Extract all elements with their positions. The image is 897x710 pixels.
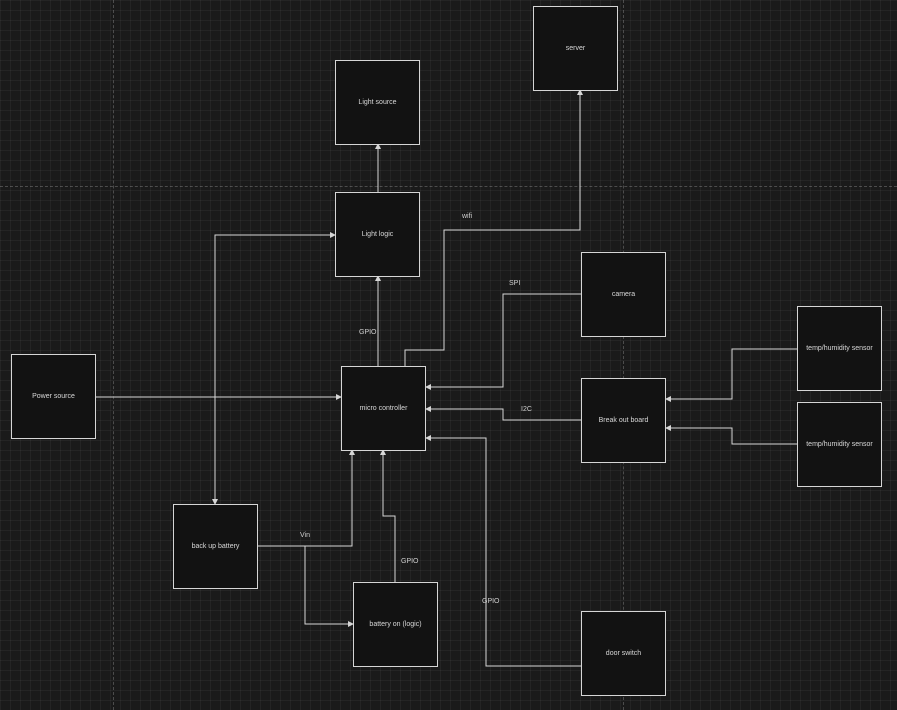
page-guide-vertical [623, 0, 624, 710]
node-camera[interactable]: camera [581, 252, 666, 337]
node-door-switch[interactable]: door switch [581, 611, 666, 696]
edge-label-gpio-light: GPIO [359, 329, 377, 336]
node-label: battery on (logic) [369, 621, 422, 628]
connector-door-switch-to-microcontroller [425, 435, 581, 667]
node-label: Power source [32, 393, 75, 400]
connector-breakout-to-microcontroller [425, 406, 581, 421]
edge-label-wifi: wifi [462, 213, 473, 220]
connector-power-to-light-logic [214, 232, 336, 397]
connector-backup-battery-to-microcontroller [257, 449, 355, 547]
node-label: temp/humidity sensor [806, 441, 873, 448]
node-label: Break out board [598, 417, 649, 424]
node-battery-on-logic[interactable]: battery on (logic) [353, 582, 438, 667]
node-label: micro controller [359, 405, 408, 412]
edge-label-gpio-door: GPIO [482, 598, 500, 605]
connector-sensor2-to-breakout [665, 425, 797, 445]
node-back-up-battery[interactable]: back up battery [173, 504, 258, 589]
node-label: temp/humidity sensor [806, 345, 873, 352]
node-label: back up battery [191, 543, 240, 550]
node-light-source[interactable]: Light source [335, 60, 420, 145]
node-server[interactable]: server [533, 6, 618, 91]
page-guide-horizontal [0, 186, 897, 187]
node-label: Light source [358, 99, 397, 106]
node-temp-humidity-sensor-2[interactable]: temp/humidity sensor [797, 402, 882, 487]
node-temp-humidity-sensor-1[interactable]: temp/humidity sensor [797, 306, 882, 391]
connector-microcontroller-to-server [404, 89, 583, 366]
connector-battery-logic-to-microcontroller [380, 449, 396, 582]
node-label: Light logic [361, 231, 394, 238]
node-break-out-board[interactable]: Break out board [581, 378, 666, 463]
connector-backup-battery-to-battery-logic [304, 546, 354, 627]
node-label: door switch [605, 650, 642, 657]
edge-label-i2c: I2C [521, 406, 532, 413]
node-power-source[interactable]: Power source [11, 354, 96, 439]
page-guide-vertical [113, 0, 114, 710]
edge-label-gpio-battery: GPIO [401, 558, 419, 565]
connector-sensor1-to-breakout [665, 348, 797, 402]
node-label: camera [611, 291, 636, 298]
node-label: server [565, 45, 586, 52]
node-light-logic[interactable]: Light logic [335, 192, 420, 277]
edge-label-spi: SPI [509, 280, 521, 287]
node-micro-controller[interactable]: micro controller [341, 366, 426, 451]
edge-label-vin: Vin [300, 532, 310, 539]
connector-camera-to-microcontroller [425, 293, 581, 390]
